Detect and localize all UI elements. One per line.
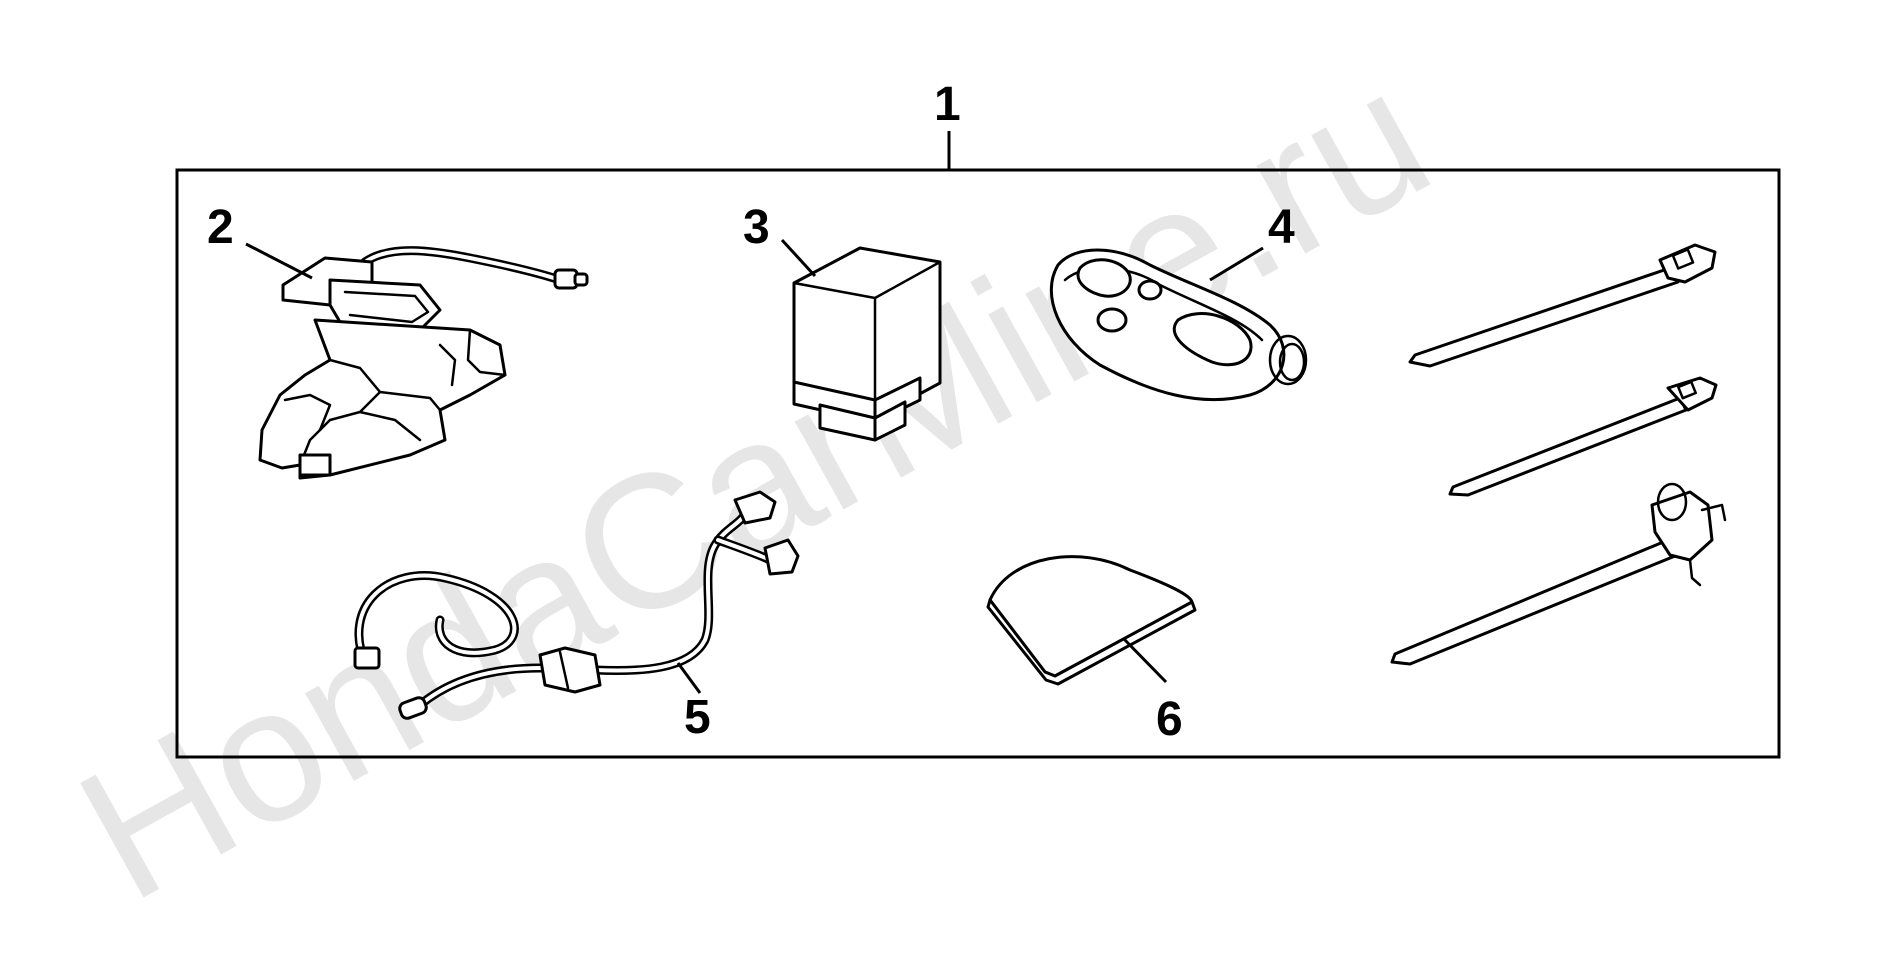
callout-6: 6 bbox=[1156, 693, 1183, 746]
callout-5: 5 bbox=[684, 691, 711, 744]
cable-tie-short bbox=[1448, 376, 1718, 497]
sensor-leader-line bbox=[245, 242, 313, 280]
relay-module-part bbox=[792, 246, 942, 442]
remote-fob-part bbox=[1049, 248, 1308, 402]
wire-harness-part bbox=[353, 490, 800, 720]
adhesive-pad-part bbox=[986, 555, 1197, 686]
callout-4: 4 bbox=[1268, 201, 1295, 254]
pad-leader-line bbox=[1121, 636, 1168, 684]
module-leader-line bbox=[780, 238, 817, 278]
callout-2: 2 bbox=[207, 201, 234, 254]
cable-tie-with-clip bbox=[1390, 482, 1727, 666]
callout-1: 1 bbox=[934, 78, 961, 131]
cable-tie-long bbox=[1408, 243, 1717, 368]
remote-leader-line bbox=[1209, 246, 1264, 282]
watermark-text: HondaCarMine.ru bbox=[47, 28, 1461, 940]
harness-leader-line bbox=[676, 662, 702, 694]
kit-boundary-box bbox=[175, 168, 1781, 759]
sensor-bracket-part bbox=[258, 246, 589, 480]
callout-3: 3 bbox=[743, 201, 770, 254]
